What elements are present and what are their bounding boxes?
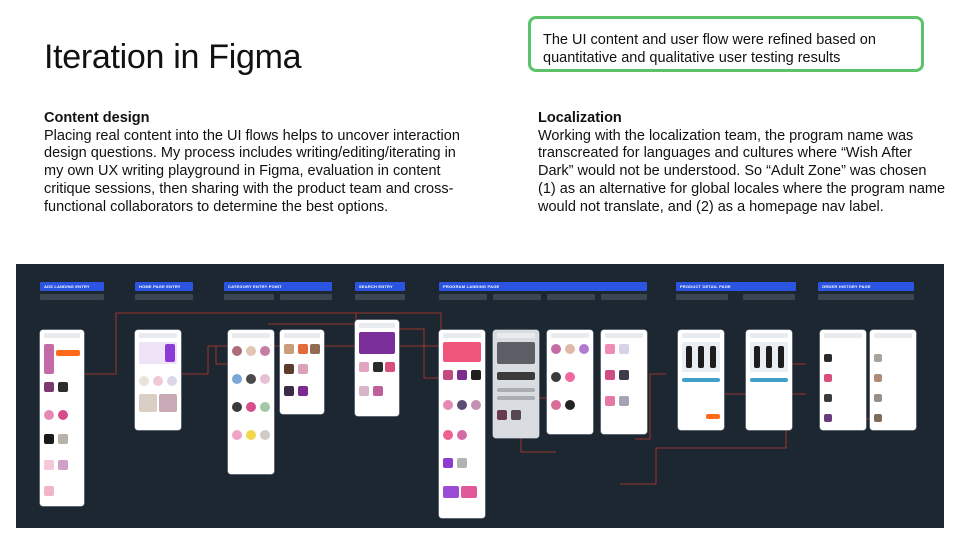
screen-category-2	[280, 330, 324, 414]
section-program-landing: PROGRAM LANDING PAGE	[439, 282, 647, 291]
screen-program-landing	[439, 330, 485, 518]
page-title: Iteration in Figma	[44, 38, 302, 76]
testing-callout: The UI content and user flow were refine…	[528, 16, 924, 72]
section-program-sub-4	[601, 294, 647, 300]
section-category-sub-1	[224, 294, 274, 300]
screen-search	[355, 320, 399, 416]
section-product-sub-2	[743, 294, 795, 300]
screen-order-history-1	[820, 330, 866, 430]
screen-program-landing-3	[547, 330, 593, 434]
screen-product-detail-1	[678, 330, 724, 430]
section-home-page-sub	[135, 294, 193, 300]
section-search: SEARCH ENTRY POINT	[355, 282, 405, 298]
content-design-heading: Content design	[44, 110, 150, 126]
content-design-body: Placing real content into the UI flows h…	[44, 127, 460, 215]
section-order-sub	[818, 294, 914, 300]
section-program-sub-3	[547, 294, 595, 300]
screen-home-page	[135, 330, 181, 430]
screen-program-landing-2	[493, 330, 539, 438]
section-program-sub-2	[493, 294, 541, 300]
section-home-page: HOME PAGE ENTRY POINT	[135, 282, 193, 298]
section-product-sub-1	[676, 294, 728, 300]
screen-category-1	[228, 330, 274, 474]
screen-order-history-2	[870, 330, 916, 430]
content-design-section: Content design Placing real content into…	[44, 110, 464, 216]
section-order-history: ORDER HISTORY PAGE	[818, 282, 914, 291]
section-category: CATEGORY ENTRY POINT	[224, 282, 332, 291]
section-ads-landing-sub	[40, 294, 104, 300]
section-search-sub	[355, 294, 405, 300]
localization-body: Working with the localization team, the …	[538, 127, 946, 215]
screen-program-landing-4	[601, 330, 647, 434]
figma-flow-board: ADS LANDING ENTRY POINT HOME PAGE ENTRY …	[16, 264, 944, 528]
section-program-sub-1	[439, 294, 487, 300]
screen-product-detail-2	[746, 330, 792, 430]
section-category-sub-2	[280, 294, 332, 300]
localization-section: Localization Working with the localizati…	[538, 110, 948, 216]
screen-ads-landing	[40, 330, 84, 506]
localization-heading: Localization	[538, 110, 622, 126]
section-ads-landing: ADS LANDING ENTRY POINT	[40, 282, 104, 298]
section-product-detail: PRODUCT DETAIL PAGE	[676, 282, 796, 291]
